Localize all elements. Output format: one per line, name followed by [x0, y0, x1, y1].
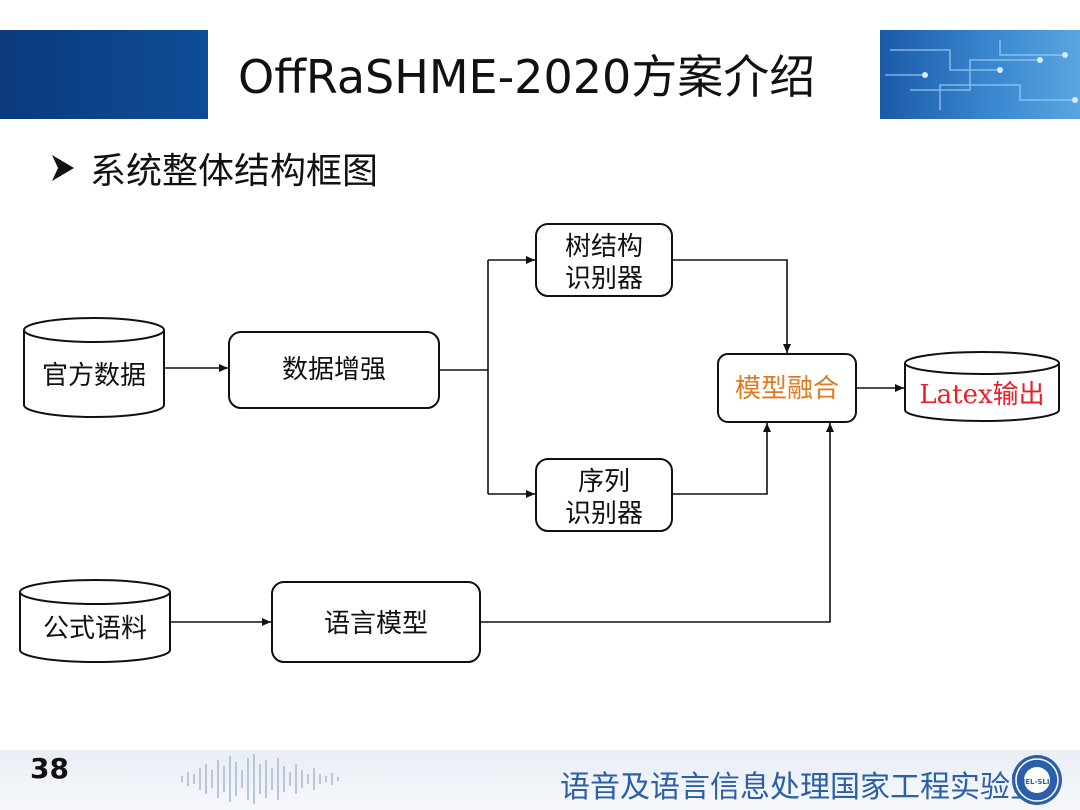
tree-recognizer-label-2: 识别器	[565, 264, 643, 294]
header-left-band	[0, 30, 208, 119]
formula-corpus-label: 公式语料	[43, 614, 147, 644]
system-diagram: 官方数据 数据增强 树结构 识别器 序列 识别器 模型融合 Latex输出 公式…	[19, 223, 1060, 663]
subtitle-row: 系统整体结构框图	[48, 142, 378, 194]
footer-band	[0, 750, 1080, 810]
official-data-cylinder: 官方数据	[23, 317, 165, 418]
sequence-recognizer-label-2: 识别器	[565, 499, 643, 529]
latex-output-cylinder: Latex输出	[904, 351, 1060, 422]
footer-lab-name: 语音及语言信息处理国家工程实验室	[560, 770, 1040, 805]
language-model-box: 语言模型	[271, 581, 481, 663]
language-model-label: 语言模型	[324, 609, 428, 639]
lab-seal-icon: NEL-SLIP	[1012, 755, 1062, 805]
page-title: OffRaSHME-2020方案介绍	[238, 50, 816, 104]
waveform-icon	[181, 754, 339, 804]
lab-seal-text: NEL-SLIP	[1019, 778, 1054, 786]
section-subtitle: 系统整体结构框图	[90, 151, 379, 192]
official-data-label: 官方数据	[42, 361, 146, 391]
data-augmentation-box: 数据增强	[228, 331, 440, 409]
header-right-band	[880, 30, 1080, 119]
bullet-arrow-icon	[52, 155, 74, 181]
latex-output-label: Latex输出	[919, 380, 1044, 410]
arrow-sequence-to-fusion	[672, 423, 771, 495]
tree-recognizer-label-1: 树结构	[565, 232, 643, 262]
sequence-recognizer-box: 序列 识别器	[535, 458, 673, 532]
page-number: 38	[30, 752, 69, 785]
circuit-pattern	[885, 40, 1078, 110]
data-augmentation-label: 数据增强	[282, 355, 386, 385]
arrow-lm-to-fusion	[480, 423, 834, 623]
model-fusion-label: 模型融合	[735, 374, 839, 404]
model-fusion-box: 模型融合	[717, 353, 857, 423]
arrow-tree-to-fusion	[672, 259, 791, 353]
sequence-recognizer-label-1: 序列	[578, 467, 630, 497]
tree-recognizer-box: 树结构 识别器	[535, 223, 673, 297]
formula-corpus-cylinder: 公式语料	[19, 579, 171, 663]
